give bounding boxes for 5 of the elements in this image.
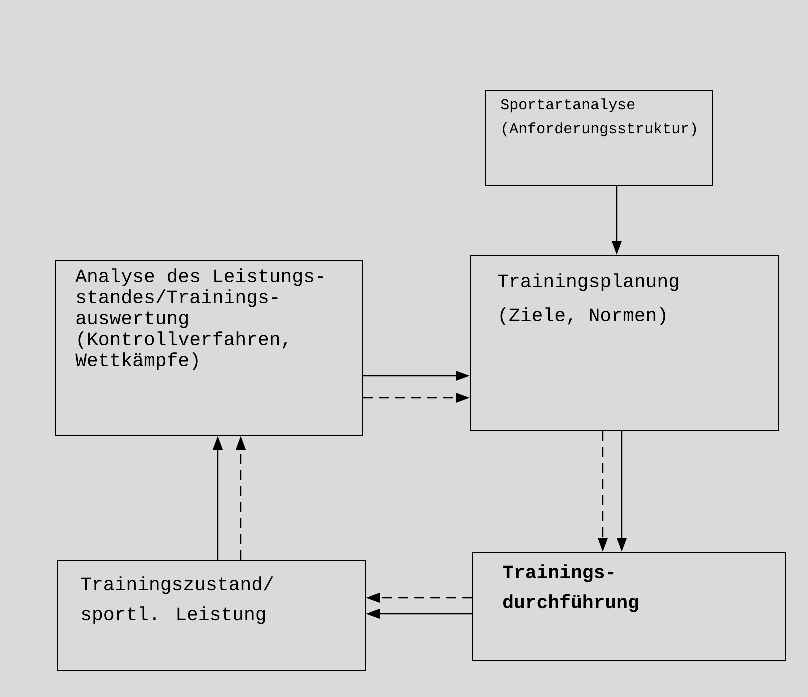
process-box: Analyse des Leistungs-standes/Trainings-auswertung (Kontrollverfahren, Wettkämpfe): [55, 260, 364, 436]
process-box: Sportartanalyse (Anforderungsstruktur): [485, 90, 714, 186]
process-box: Trainingszustand/ sportl. Leistung: [57, 560, 366, 672]
process-box: Trainings-durchführung: [472, 552, 786, 662]
process-box: Trainingsplanung (Ziele, Normen): [470, 255, 780, 432]
